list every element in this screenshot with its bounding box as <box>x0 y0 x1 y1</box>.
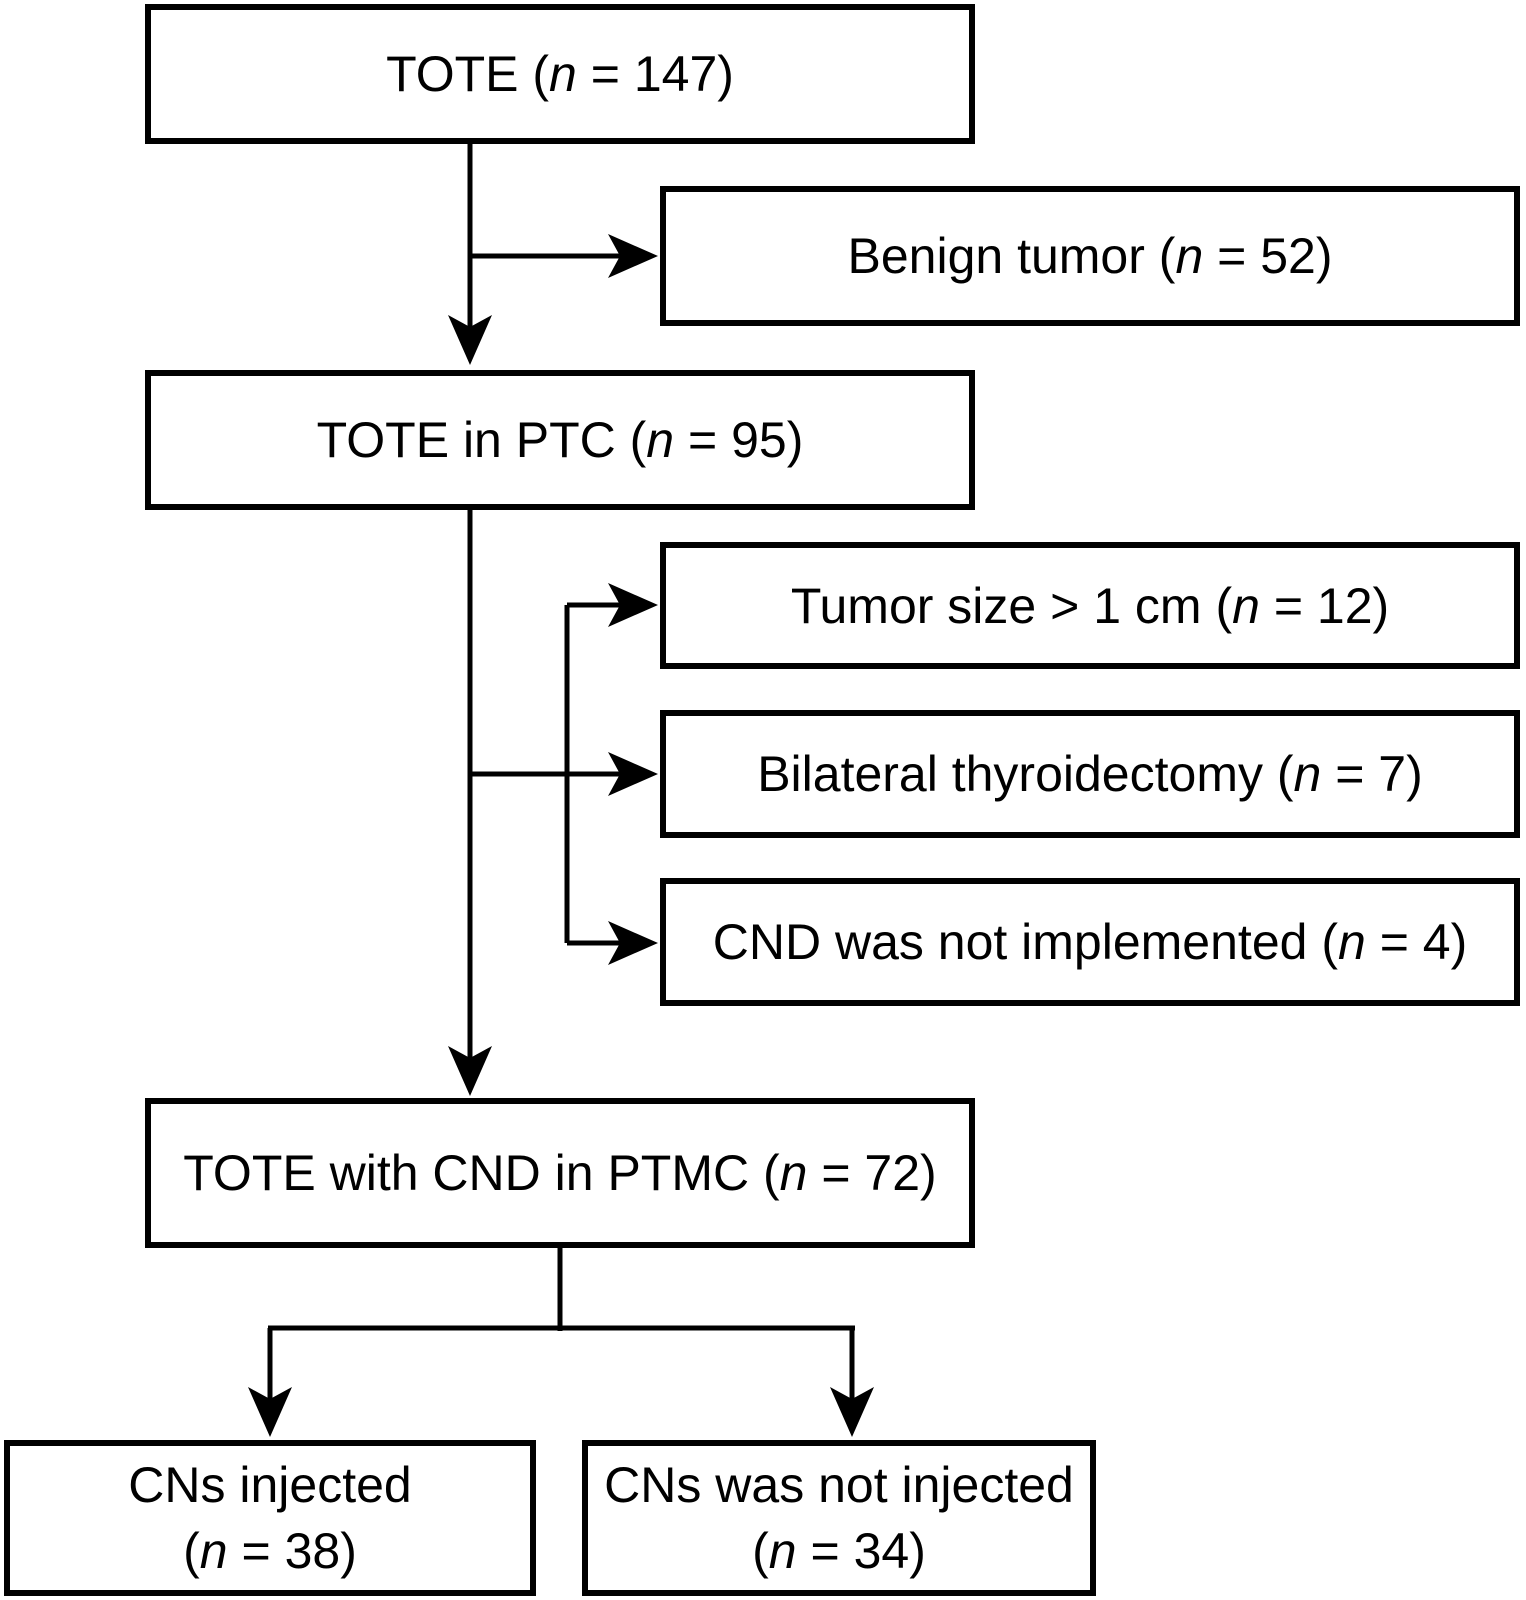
arrowhead-down-injected <box>248 1387 292 1437</box>
node-tote-with-cnd-in-ptmc-label: TOTE with CND in PTMC (n = 72) <box>183 1145 937 1201</box>
node-bilateral-thyroidectomy-label: Bilateral thyroidectomy (n = 7) <box>757 746 1423 802</box>
node-cnd-not-implemented: CND was not implemented (n = 4) <box>660 878 1520 1006</box>
n-symbol: n <box>779 1145 808 1201</box>
n-symbol: n <box>768 1523 797 1579</box>
node-cnd-not-implemented-label: CND was not implemented (n = 4) <box>712 914 1468 970</box>
node-cns-injected-label-line2: (n = 38) <box>183 1523 357 1579</box>
node-cns-injected: CNs injected (n = 38) <box>4 1440 536 1596</box>
node-tote-with-cnd-in-ptmc: TOTE with CND in PTMC (n = 72) <box>145 1098 975 1248</box>
node-benign-tumor: Benign tumor (n = 52) <box>660 186 1520 326</box>
node-cns-not-injected-label-line2: (n = 34) <box>752 1523 926 1579</box>
node-tumor-size-label: Tumor size > 1 cm (n = 12) <box>790 577 1390 634</box>
arrowhead-down-not-injected <box>830 1387 874 1437</box>
node-bilateral-thyroidectomy: Bilateral thyroidectomy (n = 7) <box>660 710 1520 838</box>
n-symbol: n <box>549 46 577 102</box>
n-symbol: n <box>199 1523 228 1579</box>
node-tote-in-ptc: TOTE in PTC (n = 95) <box>145 370 975 510</box>
arrowhead-right-tumor-size <box>608 583 658 627</box>
node-benign-tumor-label: Benign tumor (n = 52) <box>847 228 1333 284</box>
node-tumor-size: Tumor size > 1 cm (n = 12) <box>660 542 1520 669</box>
node-cns-not-injected-label-line1: CNs was not injected <box>604 1457 1074 1513</box>
arrowhead-down-ptmc <box>448 1046 492 1096</box>
arrowhead-down-ptc <box>448 315 492 365</box>
node-cns-not-injected: CNs was not injected (n = 34) <box>582 1440 1096 1596</box>
arrowhead-right-benign <box>608 234 658 278</box>
n-symbol: n <box>1337 914 1366 970</box>
node-tote-in-ptc-label: TOTE in PTC (n = 95) <box>316 412 804 468</box>
node-cns-injected-label-line1: CNs injected <box>128 1457 412 1513</box>
n-symbol: n <box>1175 228 1204 284</box>
arrowhead-right-cnd <box>608 921 658 965</box>
node-tote: TOTE (n = 147) <box>145 4 975 144</box>
n-symbol: n <box>646 412 675 468</box>
node-tote-label: TOTE (n = 147) <box>386 46 734 102</box>
arrowhead-right-bilateral <box>608 752 658 796</box>
n-symbol: n <box>1293 746 1322 802</box>
n-symbol: n <box>1232 577 1260 634</box>
